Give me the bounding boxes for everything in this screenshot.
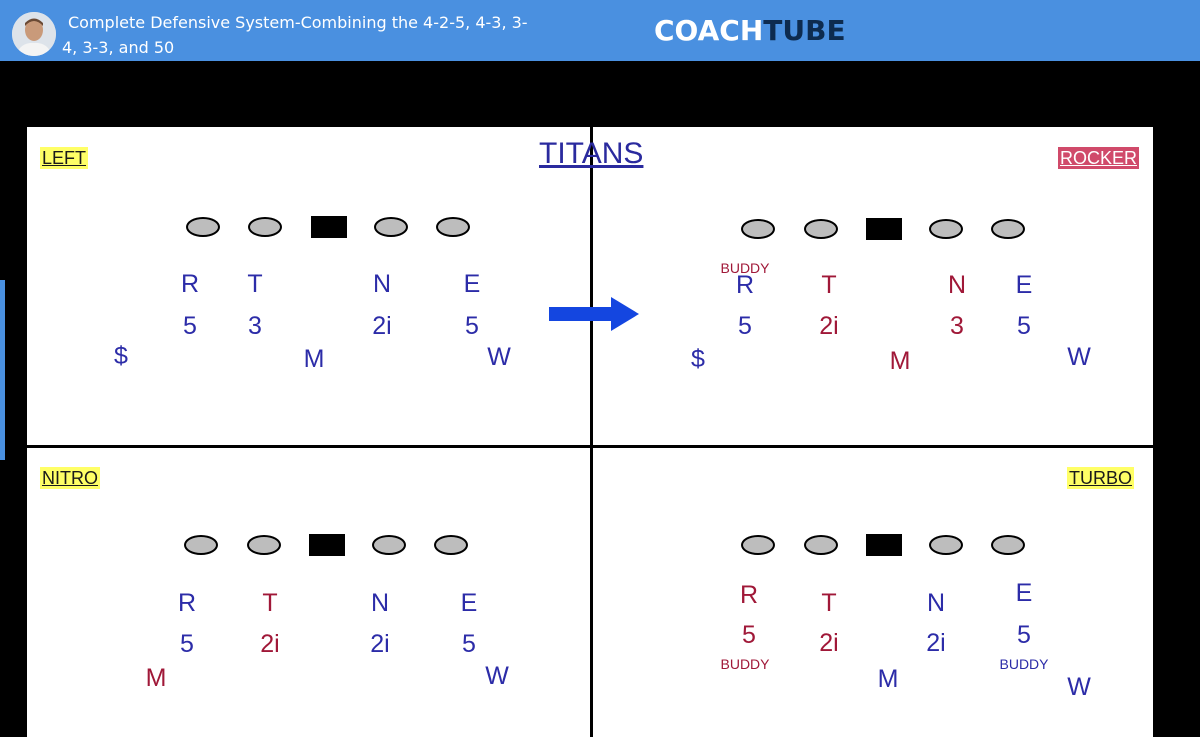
player-t: T	[262, 589, 277, 617]
player-w: W	[487, 343, 511, 371]
tech-r: 5	[738, 312, 752, 340]
player-w: W	[485, 662, 509, 690]
offense-lineman	[991, 535, 1025, 555]
offense-lineman	[186, 217, 220, 237]
label-buddy-e: BUDDY	[999, 650, 1048, 678]
player-r: R	[181, 270, 199, 298]
player-t: T	[247, 270, 262, 298]
offense-lineman	[434, 535, 468, 555]
logo-coach: COACH	[654, 14, 763, 47]
player-e: E	[1016, 579, 1033, 607]
play-diagram-slide: TITANS LEFT R 5 T 3 N 2i E 5 $ M W ROCKE…	[27, 127, 1153, 737]
offense-lineman	[436, 217, 470, 237]
offense-lineman	[804, 219, 838, 239]
top-bar: Complete Defensive System-Combining the …	[0, 0, 1200, 61]
player-m: M	[146, 664, 167, 692]
player-e: E	[464, 270, 481, 298]
player-m: M	[304, 345, 325, 373]
label-buddy-r: BUDDY	[720, 650, 769, 678]
offense-center	[866, 534, 902, 556]
player-r: R	[736, 271, 754, 299]
offense-lineman	[804, 535, 838, 555]
tech-r: 5	[183, 312, 197, 340]
offense-center	[866, 218, 902, 240]
player-e: E	[461, 589, 478, 617]
offense-lineman	[374, 217, 408, 237]
offense-lineman	[929, 219, 963, 239]
player-t: T	[821, 589, 836, 617]
player-t: T	[821, 271, 836, 299]
tech-t: 2i	[819, 629, 838, 657]
tech-r: 5	[180, 630, 194, 658]
player-n: N	[927, 589, 945, 617]
tech-n: 2i	[370, 630, 389, 658]
player-w: W	[1067, 343, 1091, 371]
tag-left: LEFT	[40, 147, 88, 169]
offense-lineman	[184, 535, 218, 555]
coach-avatar[interactable]	[12, 12, 56, 56]
player-e: E	[1016, 271, 1033, 299]
tech-e: 5	[465, 312, 479, 340]
quadrant-divider-vertical	[590, 127, 593, 737]
tag-nitro: NITRO	[40, 467, 100, 489]
offense-center	[311, 216, 347, 238]
player-m: M	[890, 347, 911, 375]
tech-n: 2i	[926, 629, 945, 657]
offense-lineman	[929, 535, 963, 555]
player-r: R	[178, 589, 196, 617]
video-title[interactable]: Complete Defensive System-Combining the …	[62, 10, 532, 60]
player-n: N	[373, 270, 391, 298]
offense-lineman	[991, 219, 1025, 239]
quadrant-divider-horizontal	[27, 445, 1153, 448]
offense-lineman	[741, 219, 775, 239]
offense-center	[309, 534, 345, 556]
logo-tube: TUBE	[763, 14, 845, 47]
coachtube-logo[interactable]: COACHTUBE	[654, 14, 846, 47]
player-r: R	[740, 581, 758, 609]
arrow-right-icon	[549, 297, 639, 331]
player-n: N	[948, 271, 966, 299]
tech-e: 5	[1017, 312, 1031, 340]
player-safety: $	[114, 342, 128, 370]
offense-lineman	[372, 535, 406, 555]
player-n: N	[371, 589, 389, 617]
tech-e: 5	[462, 630, 476, 658]
player-w: W	[1067, 673, 1091, 701]
tech-t: 2i	[819, 312, 838, 340]
offense-lineman	[741, 535, 775, 555]
tag-rocker: ROCKER	[1058, 147, 1139, 169]
tech-t: 2i	[260, 630, 279, 658]
tech-e: 5	[1017, 621, 1031, 649]
tech-n: 3	[950, 312, 964, 340]
tech-n: 2i	[372, 312, 391, 340]
player-safety: $	[691, 345, 705, 373]
side-edge-marker	[0, 280, 5, 460]
tech-t: 3	[248, 312, 262, 340]
player-m: M	[878, 665, 899, 693]
slide-title: TITANS	[539, 137, 643, 171]
tag-turbo: TURBO	[1067, 467, 1134, 489]
offense-lineman	[248, 217, 282, 237]
offense-lineman	[247, 535, 281, 555]
tech-r: 5	[742, 621, 756, 649]
